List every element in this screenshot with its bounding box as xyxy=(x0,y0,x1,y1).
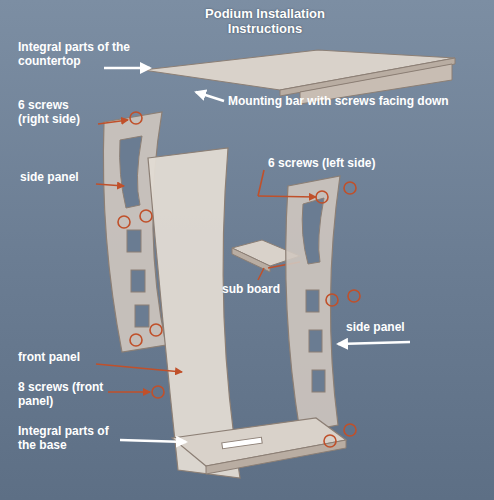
left-side-panel xyxy=(286,176,340,432)
part-label: 8 screws (front panel) xyxy=(18,380,106,408)
part-label: side panel xyxy=(346,320,405,334)
part-label: front panel xyxy=(18,350,80,364)
part-label: Integral parts of the base xyxy=(18,424,122,452)
part-label: side panel xyxy=(20,170,79,184)
base-plate xyxy=(172,418,346,474)
diagram-title: Podium Installation Instructions xyxy=(190,6,340,36)
front-panel xyxy=(148,148,240,478)
part-label: sub board xyxy=(222,282,280,296)
part-label: Integral parts of the countertop xyxy=(18,40,130,68)
part-label: Mounting bar with screws facing down xyxy=(228,94,449,108)
leader-lines xyxy=(96,68,410,442)
part-label: 6 screws (left side) xyxy=(268,156,375,170)
part-label: 6 screws (right side) xyxy=(18,98,98,126)
